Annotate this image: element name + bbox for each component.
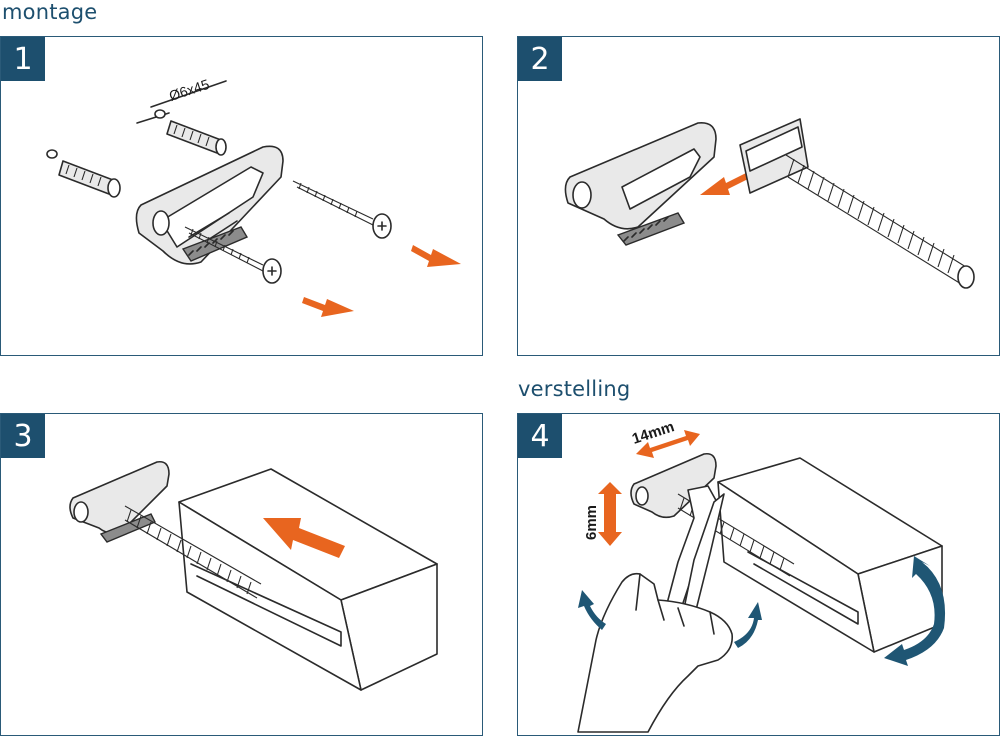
step-number-badge: 4 xyxy=(518,414,562,458)
plug-dimension: Ø6x45 xyxy=(136,76,227,124)
threaded-rod xyxy=(124,505,262,599)
step-2-illustration xyxy=(564,118,975,289)
step-panel-4: 4 14mm 6mm xyxy=(517,413,1000,736)
arrow-orange-icon xyxy=(598,482,622,546)
rotate-arrow-blue-icon xyxy=(734,602,762,648)
step-3-illustration xyxy=(69,460,438,691)
arrow-orange-icon xyxy=(302,297,354,317)
step-number-badge: 3 xyxy=(1,414,45,458)
hand-icon xyxy=(577,572,734,733)
screw xyxy=(184,226,282,284)
arrow-orange-icon xyxy=(411,245,461,267)
heading-montage: montage xyxy=(2,0,98,24)
plug-size-label: Ø6x45 xyxy=(167,76,211,104)
wooden-beam xyxy=(178,468,438,691)
bracket xyxy=(135,145,284,265)
wrench-icon xyxy=(659,485,725,631)
threaded-rod xyxy=(739,118,975,289)
heading-verstelling: verstelling xyxy=(518,377,631,401)
step-panel-2: 2 xyxy=(517,36,1000,356)
step-panel-3: 3 xyxy=(0,413,483,736)
step-panel-1: 1 Ø6x45 xyxy=(0,36,483,356)
arrow-orange-icon xyxy=(636,430,700,458)
wall-plug xyxy=(166,120,227,156)
bracket xyxy=(69,460,170,543)
wooden-beam xyxy=(717,457,943,653)
arrow-orange-icon xyxy=(700,173,748,195)
step-number-badge: 2 xyxy=(518,37,562,81)
rotate-arrow-blue-icon xyxy=(884,556,946,666)
vertical-adjust-label: 6mm xyxy=(583,505,600,540)
screw xyxy=(292,180,392,239)
bracket xyxy=(564,122,717,246)
step-number-badge: 1 xyxy=(1,37,45,81)
rotate-arrow-blue-icon xyxy=(578,590,606,630)
bracket xyxy=(630,452,717,519)
arrow-orange-icon xyxy=(263,518,345,558)
step-4-illustration: 14mm 6mm xyxy=(577,418,946,733)
wall-plug xyxy=(46,149,121,198)
step-1-illustration: Ø6x45 xyxy=(46,76,461,317)
